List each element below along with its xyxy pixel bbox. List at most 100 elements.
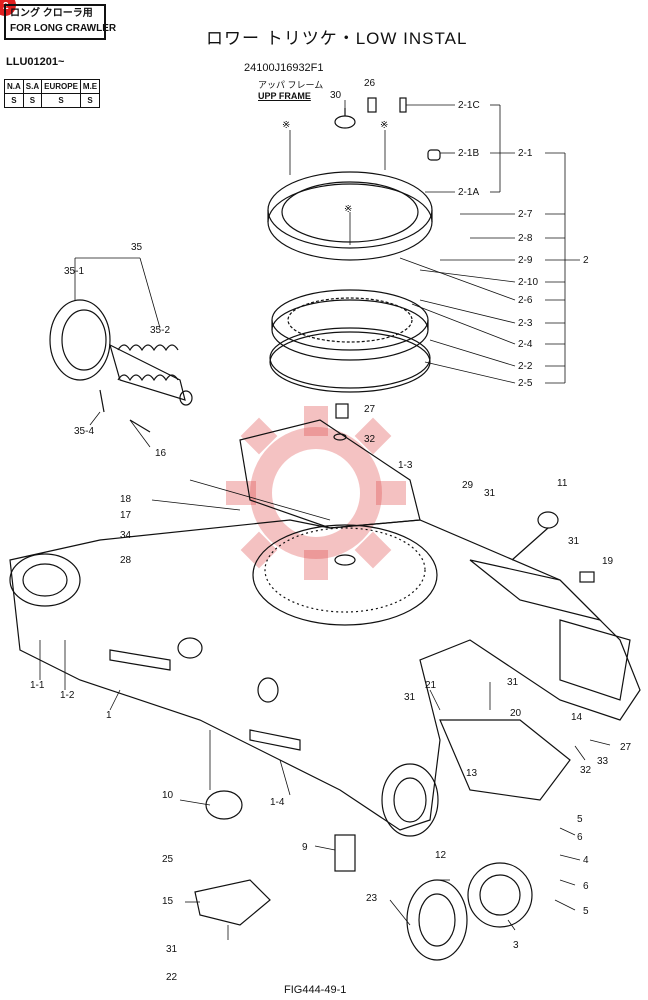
callout-label: 28 <box>120 555 132 566</box>
callout-label: 2-10 <box>518 277 539 288</box>
grease-11 <box>537 511 559 529</box>
callout-label: 3 <box>513 940 519 951</box>
watermark-gear <box>226 406 406 580</box>
callout-label: 2-1C <box>458 100 480 111</box>
bolt-19 <box>579 571 595 583</box>
callout-label: 5 <box>577 814 583 825</box>
market-header: S.A <box>22 79 43 94</box>
callout-label: 2-1B <box>458 148 480 159</box>
callout-label: 1-1 <box>30 680 45 691</box>
callout-label: 31 <box>166 944 178 955</box>
market-header: M.E <box>79 79 101 94</box>
callout-label: 2-5 <box>518 378 533 389</box>
market-mark: S <box>4 93 24 108</box>
part-number: 24100J16932F1 <box>244 62 324 74</box>
callout-label: 31 <box>484 488 496 499</box>
market-mark: S <box>41 93 81 108</box>
swing-bearing-outer-ring <box>267 171 433 261</box>
callout-label: 11 <box>557 478 568 489</box>
callout-label: 2-6 <box>518 295 533 306</box>
upper-frame-en: UPP FRAME <box>258 91 311 101</box>
market-header: N.A <box>4 79 24 94</box>
callout-label: 2-1 <box>518 148 533 159</box>
callout-label: 1-4 <box>270 797 285 808</box>
swing-internal-gear <box>271 289 429 361</box>
callout-label: 33 <box>597 756 609 767</box>
callout-label: 2-1A <box>458 187 480 198</box>
callout-label: 26 <box>364 78 376 89</box>
callout-label: 27 <box>620 742 632 753</box>
market-table: N.A S.A EUROPE M.E S S S S <box>4 79 101 108</box>
seal-ring-2-5 <box>269 327 431 389</box>
callout-label: 31 <box>404 692 416 703</box>
grease-fitting-30 <box>334 108 356 129</box>
callout-label: 18 <box>120 494 132 505</box>
upper-frame-jp: アッパ フレーム <box>258 80 324 90</box>
upper-frame-label: アッパ フレーム UPP FRAME <box>258 80 323 102</box>
callout-label: 4 <box>583 855 589 866</box>
callout-label: 2-4 <box>518 339 533 350</box>
callout-label: 22 <box>166 972 178 983</box>
badge-line-jp: ロング クローラ用 <box>10 8 93 19</box>
roller-10 <box>205 790 243 820</box>
figure-id: FIG444-49-1 <box>284 984 347 996</box>
callout-label: 1 <box>106 710 112 721</box>
callout-label: 35-4 <box>74 426 95 437</box>
callout-label: 12 <box>435 850 447 861</box>
callout-label: 6 <box>583 881 589 892</box>
callout-label: 21 <box>425 680 437 691</box>
callout-label: 6 <box>577 832 583 843</box>
callout-label: 29 <box>462 480 474 491</box>
cover-15 <box>194 879 271 926</box>
callout-label: 2-7 <box>518 209 533 220</box>
callout-label: 10 <box>162 790 174 801</box>
callout-label: 14 <box>571 712 583 723</box>
callout-label: 2-9 <box>518 255 533 266</box>
track-frame <box>9 419 641 837</box>
callout-label: 1-3 <box>398 460 413 471</box>
callout-label: 15 <box>162 896 174 907</box>
callout-label: 2-2 <box>518 361 533 372</box>
pin-2-1c <box>399 97 407 113</box>
bolt-27a <box>335 403 349 419</box>
callout-label: 2-8 <box>518 233 533 244</box>
seal-2-1b <box>427 149 441 161</box>
callout-label: 35-2 <box>150 325 171 336</box>
callout-label: 5 <box>583 906 589 917</box>
callout-label: 13 <box>466 768 478 779</box>
callout-label: 2-3 <box>518 318 533 329</box>
callout-label: 2 <box>583 255 589 266</box>
callout-label: 32 <box>364 434 376 445</box>
callout-label: 31 <box>568 536 580 547</box>
callout-label: 35 <box>131 242 143 253</box>
drain-9 <box>334 834 356 872</box>
callout-label: 32 <box>580 765 592 776</box>
badge-line-en: FOR LONG CRAWLER <box>10 23 117 34</box>
callout-label: 30 <box>330 90 342 101</box>
serial-number: LLU01201~ <box>6 56 65 68</box>
reference-mark: ※ <box>344 204 353 215</box>
callout-label: 34 <box>120 530 132 541</box>
callout-label: 16 <box>155 448 167 459</box>
callout-label: 1-2 <box>60 690 75 701</box>
callout-label: 23 <box>366 893 378 904</box>
market-header: EUROPE <box>41 79 81 94</box>
long-crawler-badge: ロング クローラ用 FOR LONG CRAWLER <box>4 4 117 40</box>
reference-mark: ※ <box>380 120 389 131</box>
market-mark: S <box>79 93 101 108</box>
callout-label: 17 <box>120 510 132 521</box>
callout-label: 20 <box>510 708 522 719</box>
sprocket-12 <box>406 879 468 961</box>
reference-mark: ※ <box>282 120 291 131</box>
front-idler-assembly <box>49 299 193 433</box>
page-title: ロワー トリツケ・LOW INSTAL <box>206 29 468 48</box>
callout-label: 19 <box>602 556 614 567</box>
callout-label: 9 <box>302 842 308 853</box>
bolt-26 <box>367 97 377 113</box>
callout-label: 35-1 <box>64 266 85 277</box>
callout-label: 25 <box>162 854 174 865</box>
travel-motor-3 <box>467 862 533 928</box>
callout-label: 31 <box>507 677 519 688</box>
market-mark: S <box>22 93 43 108</box>
